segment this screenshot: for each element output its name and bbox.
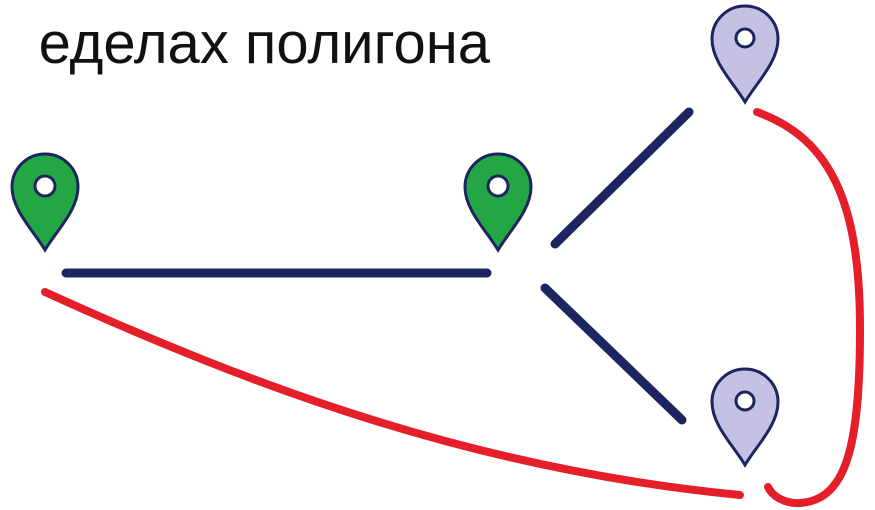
- map-pin-icon: [10, 152, 80, 253]
- map-pin-icon: [463, 152, 533, 253]
- map-pin-icon: [710, 4, 780, 105]
- map-pin-icon: [710, 367, 780, 468]
- route-line-up: [550, 107, 694, 249]
- perimeter-curve-right: [753, 108, 865, 508]
- diagram-title: еделах полигона: [38, 11, 490, 76]
- perimeter-curve-bottom: [41, 288, 744, 499]
- route-line-down: [540, 283, 687, 425]
